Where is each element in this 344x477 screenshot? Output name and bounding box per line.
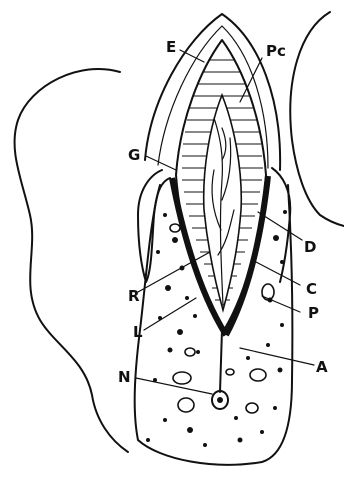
label-d: D	[304, 238, 316, 256]
label-r: R	[128, 287, 140, 305]
label-c: C	[306, 280, 317, 298]
apical-foramen-center	[217, 397, 223, 403]
label-l: L	[133, 323, 143, 341]
left-outline	[15, 69, 128, 452]
gingiva-left	[138, 170, 170, 282]
label-n: N	[118, 368, 131, 386]
right-outline	[290, 12, 344, 226]
label-pc: Pc	[266, 42, 286, 60]
pulp-chamber	[204, 95, 242, 310]
label-g: G	[128, 146, 140, 164]
apical-nerve	[220, 330, 222, 392]
label-p: P	[308, 304, 319, 322]
label-e: E	[166, 38, 176, 56]
label-a: A	[316, 358, 328, 376]
